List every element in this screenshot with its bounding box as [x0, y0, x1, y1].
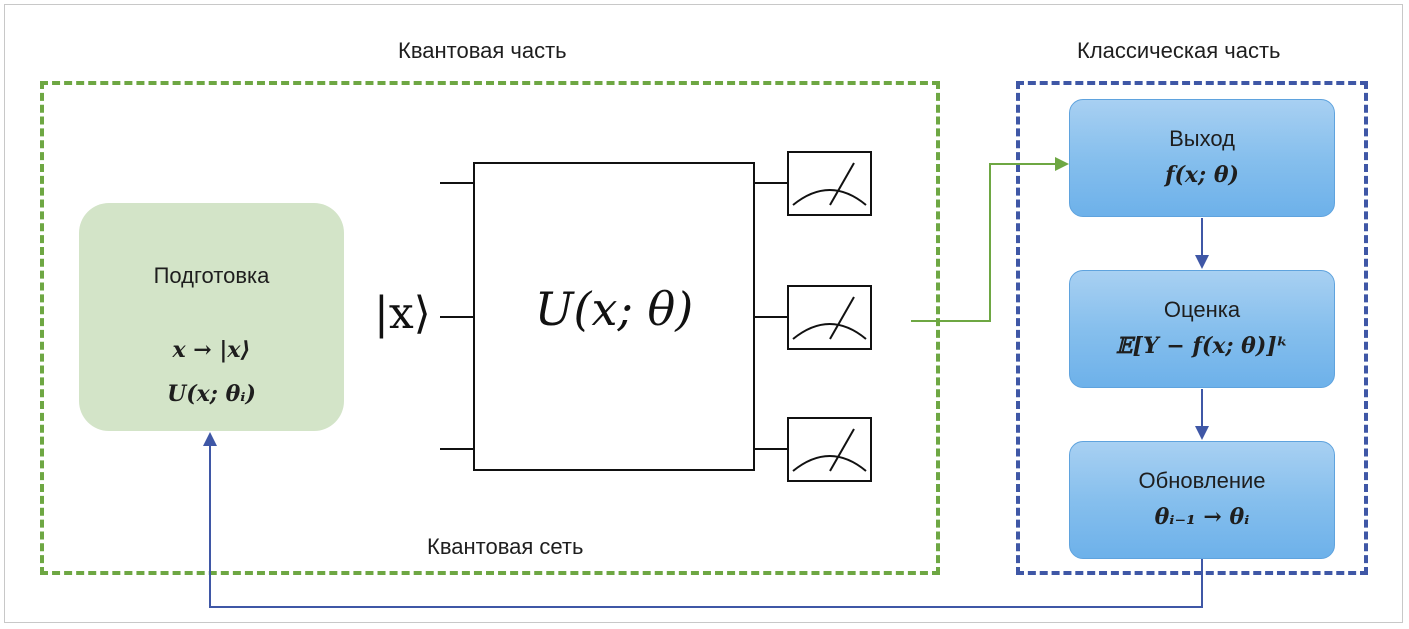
output-block: Выход f(x; θ): [1069, 99, 1335, 217]
quantum-part-boundary: [40, 81, 940, 575]
preparation-title: Подготовка: [153, 263, 270, 288]
cost-formula: 𝔼[Y − f(x; θ)]ᵏ: [1115, 333, 1289, 359]
output-to-cost-arrowhead: [1195, 255, 1209, 269]
update-formula: θᵢ₋₁ → θᵢ: [1154, 504, 1250, 530]
unitary-gate-label: U(x; θ): [534, 282, 694, 336]
classical-part-boundary: [1016, 81, 1368, 575]
preparation-block: Подготовка x → |x⟩ U(x; θᵢ): [79, 203, 344, 431]
unitary-params-formula: U(x; θᵢ): [167, 381, 256, 407]
unitary-gate-box: [473, 162, 755, 471]
update-block: Обновление θᵢ₋₁ → θᵢ: [1069, 441, 1335, 559]
quantum-network-label: Квантовая сеть: [427, 534, 584, 559]
input-state-ket: |x⟩: [374, 288, 431, 339]
cost-to-update-arrowhead: [1195, 426, 1209, 440]
classical-part-title: Классическая часть: [1077, 38, 1281, 63]
encoding-formula: x → |x⟩: [172, 337, 251, 363]
measurement-to-output-arrow: [911, 163, 1058, 322]
meter-3-icon: [787, 417, 872, 482]
measurement-to-output-arrowhead: [1055, 157, 1069, 171]
output-formula: f(x; θ): [1165, 162, 1239, 188]
feedback-loop-arrow: [209, 444, 1203, 608]
meter-2-icon: [787, 285, 872, 350]
feedback-loop-arrowhead: [203, 432, 217, 446]
update-title: Обновление: [1138, 468, 1266, 493]
figure-frame: [4, 4, 1403, 623]
quantum-part-title: Квантовая часть: [398, 38, 567, 63]
cost-block: Оценка 𝔼[Y − f(x; θ)]ᵏ: [1069, 270, 1335, 388]
output-title: Выход: [1169, 126, 1235, 151]
meter-1-icon: [787, 151, 872, 216]
cost-title: Оценка: [1163, 297, 1241, 322]
